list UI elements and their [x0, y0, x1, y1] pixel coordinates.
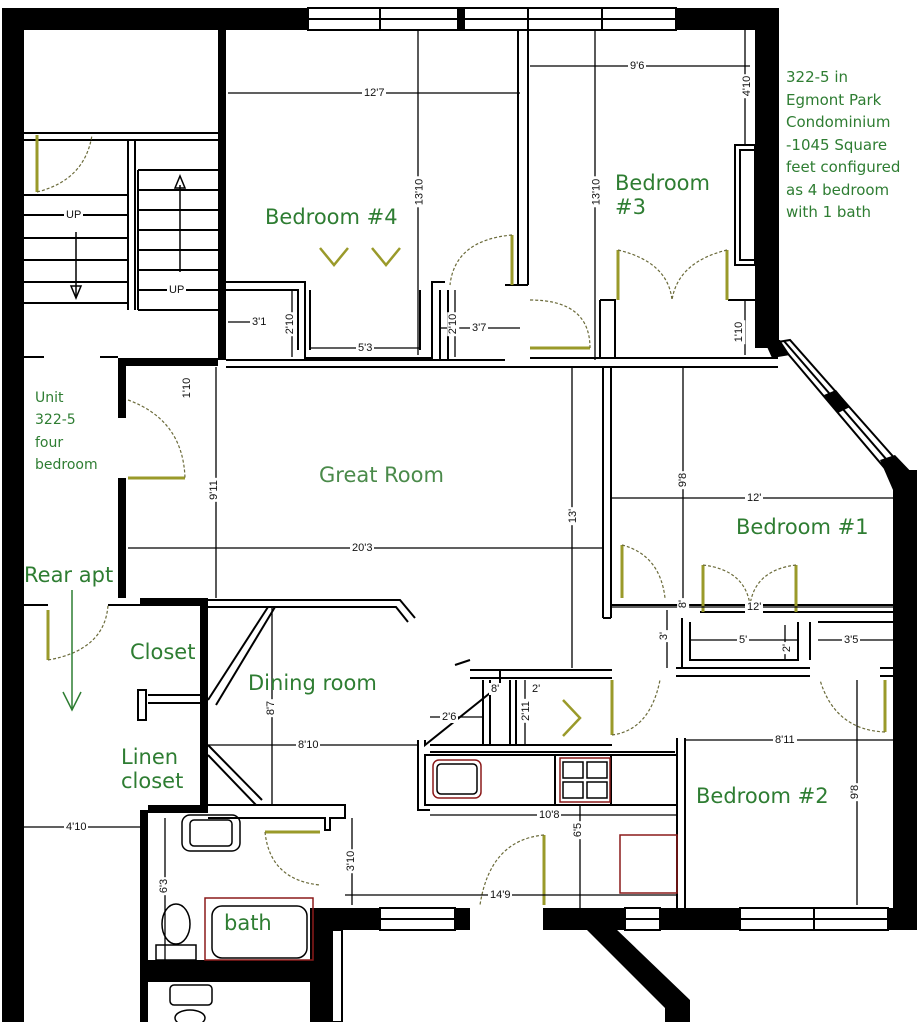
- dim-kitchen-width: 10'8: [537, 809, 562, 821]
- dim-bedroom4-depth: 13'10: [413, 176, 426, 208]
- dim-closet-width: 5'3: [356, 342, 375, 354]
- kitchen-sink-icon: [432, 759, 482, 799]
- dim-pantry-2: 2': [530, 683, 543, 695]
- dim-bedroom2-depth: 9'8: [849, 782, 862, 802]
- bath-sink-icon: [181, 814, 241, 852]
- dim-dining-depth: 8'7: [265, 698, 278, 718]
- dim-bath-door: 3'10: [345, 848, 358, 874]
- property-description-note: 322-5 in Egmont Park Condominium -1045 S…: [786, 68, 901, 221]
- dim-bedroom4-width: 12'7: [362, 87, 387, 99]
- room-label-bedroom-1: Bedroom #1: [736, 515, 869, 539]
- bathtub-icon: [204, 897, 314, 961]
- dim-dining-width: 8'10: [296, 739, 321, 751]
- dim-center-depth: 13': [567, 506, 580, 526]
- dim-left-hall-width: 4'10: [64, 821, 89, 833]
- dim-bedroom3-window-offset: 4'10: [741, 73, 754, 99]
- dim-bedroom3-closet-offset: 1'10: [733, 319, 746, 345]
- dim-bedroom3-depth: 13'10: [590, 176, 603, 208]
- dim-bath-depth: 6'3: [158, 876, 171, 896]
- top-windows: [307, 7, 677, 31]
- room-label-great-room: Great Room: [319, 463, 444, 487]
- room-label-linen-closet: Linen closet: [121, 745, 184, 794]
- room-label-bedroom-4: Bedroom #4: [265, 205, 398, 229]
- room-label-bath: bath: [224, 911, 272, 935]
- dim-bedroom1-wall: 8': [677, 597, 690, 611]
- stairs: [24, 174, 218, 304]
- dim-bedroom2-width: 8'11: [773, 734, 797, 746]
- dim-bedroom3-width: 9'6: [628, 60, 647, 72]
- dim-hall-depth: 3': [658, 629, 671, 643]
- stair-up-label-right: UP: [167, 284, 187, 296]
- dim-great-room-width: 20'3: [350, 542, 375, 554]
- dim-bedroom2-closet: 3'5: [842, 634, 861, 646]
- doors: [35, 134, 887, 906]
- stair-up-label-left: UP: [64, 209, 84, 221]
- dim-pantry-depth: 2'11: [519, 699, 532, 723]
- bottom-windows: [331, 907, 889, 1022]
- room-label-dining-room: Dining room: [248, 671, 377, 695]
- dim-kitchen-length: 14'9: [488, 889, 513, 901]
- room-label-closet: Closet: [130, 640, 196, 664]
- room-label-bedroom-3: Bedroom #3: [615, 171, 710, 220]
- stove-icon: [559, 757, 611, 803]
- dim-entry-closet: 1'10: [181, 375, 194, 401]
- dim-pantry-small: 8': [489, 683, 502, 695]
- rear-apt-arrow-icon: [62, 590, 82, 712]
- entry-diagonal-wall: [585, 928, 690, 1022]
- refrigerator-icon: [619, 834, 678, 894]
- toilet-icon: [161, 903, 191, 945]
- dim-hall-left: 3'1: [250, 316, 269, 328]
- dim-bedroom1-depth: 9'8: [677, 470, 690, 490]
- unit-note: Unit 322-5 four bedroom: [35, 390, 98, 474]
- dim-closet-right-depth: 2'10: [447, 311, 460, 337]
- dim-kitchen-depth: 6'5: [572, 820, 585, 840]
- fixtures: [155, 757, 678, 1022]
- dim-great-room-depth: 9'11: [207, 478, 220, 502]
- dim-hall-right: 3'7: [470, 322, 489, 334]
- room-label-bedroom-2: Bedroom #2: [696, 784, 829, 808]
- dim-pantry-width: 2'6: [440, 711, 459, 723]
- room-label-rear-apt: Rear apt: [24, 563, 114, 587]
- dim-bedroom1-width: 12': [745, 492, 764, 504]
- bay-window-wall: [764, 338, 917, 490]
- dim-bedroom1-lower-width: 12': [745, 601, 764, 613]
- dim-closet-left-depth: 2'10: [284, 311, 297, 337]
- dim-bedroom1-closet-depth: 2': [781, 641, 794, 655]
- dim-bedroom1-closet-width: 5': [737, 634, 750, 646]
